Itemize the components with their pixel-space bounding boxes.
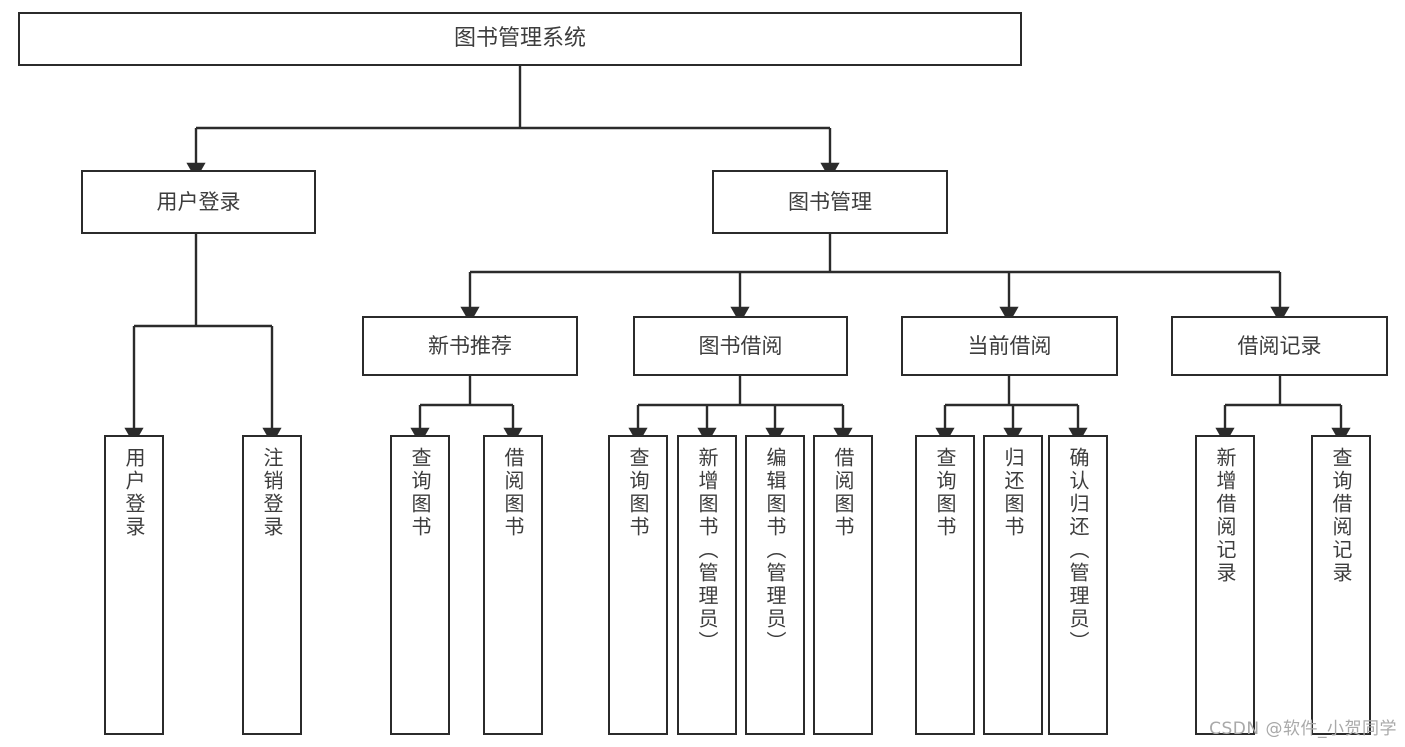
node-label: 当前借阅 bbox=[967, 333, 1052, 358]
leaf-current-query-book[interactable]: 查询图书 bbox=[915, 435, 975, 735]
node-book-borrow[interactable]: 图书借阅 bbox=[633, 316, 848, 376]
node-label: 查询图书 bbox=[933, 447, 957, 539]
node-borrow-records[interactable]: 借阅记录 bbox=[1171, 316, 1388, 376]
leaf-records-add-record[interactable]: 新增借阅记录 bbox=[1195, 435, 1255, 735]
node-new-book-recommend[interactable]: 新书推荐 bbox=[362, 316, 578, 376]
csdn-watermark: CSDN @软件_小贺同学 bbox=[1209, 719, 1397, 739]
node-label: 新书推荐 bbox=[428, 333, 512, 358]
node-label: 图书管理系统 bbox=[453, 26, 586, 52]
leaf-borrow-add-book-admin[interactable]: 新增图书（管理员） bbox=[677, 435, 737, 735]
node-label: 查询图书 bbox=[626, 447, 650, 539]
node-label: 确认归还（管理员） bbox=[1066, 447, 1090, 654]
leaf-borrow-borrow-book[interactable]: 借阅图书 bbox=[813, 435, 873, 735]
node-label: 查询借阅记录 bbox=[1329, 447, 1353, 585]
leaf-current-return-book[interactable]: 归还图书 bbox=[983, 435, 1043, 735]
leaf-borrow-query-book[interactable]: 查询图书 bbox=[608, 435, 668, 735]
node-label: 用户登录 bbox=[156, 189, 241, 214]
node-current-borrow[interactable]: 当前借阅 bbox=[901, 316, 1118, 376]
node-label: 用户登录 bbox=[122, 447, 146, 539]
leaf-new-book-query-book[interactable]: 查询图书 bbox=[390, 435, 450, 735]
leaf-new-book-borrow-book[interactable]: 借阅图书 bbox=[483, 435, 543, 735]
leaf-borrow-edit-book-admin[interactable]: 编辑图书（管理员） bbox=[745, 435, 805, 735]
node-label: 借阅图书 bbox=[831, 447, 855, 539]
node-user-login[interactable]: 用户登录 bbox=[81, 170, 316, 234]
leaf-user-login[interactable]: 用户登录 bbox=[104, 435, 164, 735]
node-label: 借阅记录 bbox=[1237, 333, 1322, 358]
node-label: 借阅图书 bbox=[501, 447, 525, 539]
node-label: 图书借阅 bbox=[698, 333, 783, 358]
node-label: 查询图书 bbox=[408, 447, 432, 539]
node-root-book-management-system[interactable]: 图书管理系统 bbox=[18, 12, 1022, 66]
node-book-management[interactable]: 图书管理 bbox=[712, 170, 948, 234]
node-label: 注销登录 bbox=[260, 447, 284, 539]
node-label: 新增图书（管理员） bbox=[695, 447, 719, 654]
node-label: 编辑图书（管理员） bbox=[763, 447, 787, 654]
node-label: 图书管理 bbox=[788, 189, 872, 214]
node-label: 新增借阅记录 bbox=[1213, 447, 1237, 585]
node-label: 归还图书 bbox=[1001, 447, 1025, 539]
leaf-user-logout[interactable]: 注销登录 bbox=[242, 435, 302, 735]
leaf-records-query-record[interactable]: 查询借阅记录 bbox=[1311, 435, 1371, 735]
leaf-current-confirm-return-admin[interactable]: 确认归还（管理员） bbox=[1048, 435, 1108, 735]
